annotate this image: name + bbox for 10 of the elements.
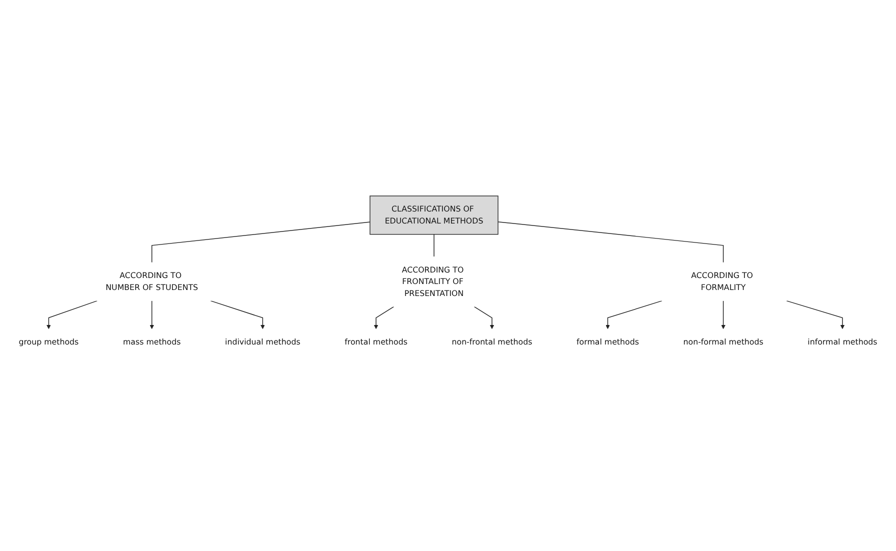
arrow <box>150 300 154 329</box>
arrow <box>374 306 394 329</box>
arrow <box>474 306 494 329</box>
connector <box>151 221 370 263</box>
arrow <box>721 300 726 329</box>
arrow <box>606 300 662 329</box>
arrow <box>786 300 845 329</box>
arrow <box>210 300 265 329</box>
connector <box>498 221 724 263</box>
arrow <box>46 300 98 329</box>
